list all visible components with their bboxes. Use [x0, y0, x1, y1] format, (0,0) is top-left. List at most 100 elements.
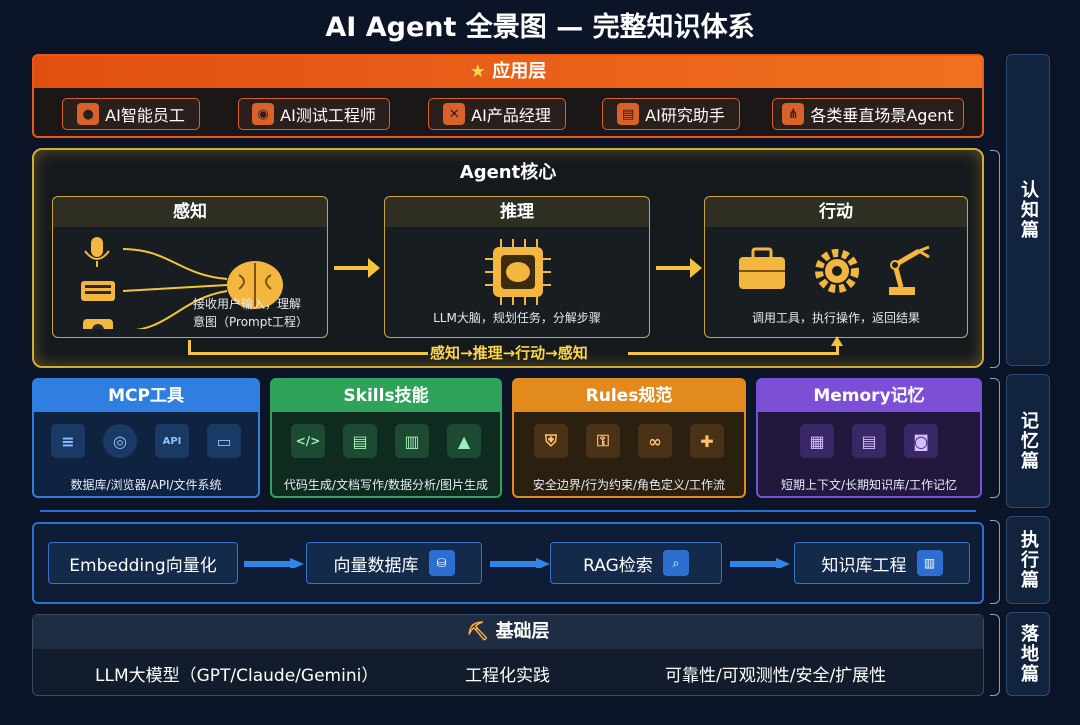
kb-engineering-label: 知识库工程: [821, 555, 907, 576]
perception-box: 感知 接收用户输入，理解: [52, 196, 328, 338]
perception-title: 感知: [53, 197, 327, 227]
action-desc: 调用工具，执行操作，返回结果: [751, 311, 920, 325]
database-icon: ≡: [51, 424, 85, 458]
skills-box: Skills技能 </> ▤ ▥ ▲ 代码生成/文档写作/数据分析/图片生成: [270, 378, 502, 498]
brain-icon: [227, 261, 283, 309]
side-label-memory: 记忆篇: [1006, 374, 1050, 508]
code-icon: </>: [291, 424, 325, 458]
memory-desc: 短期上下文/长期知识库/工作记忆: [780, 478, 958, 492]
kb-engineering-box: 知识库工程 ▥: [794, 542, 970, 584]
chip-brain-icon: [485, 239, 551, 305]
app-item-ai-research[interactable]: ▤ AI研究助手: [602, 98, 740, 130]
app-layer-title: 应用层: [492, 61, 547, 82]
camera-icon: [83, 319, 113, 329]
rag-search-box: RAG检索 ⌕: [550, 542, 722, 584]
image-icon: ▲: [447, 424, 481, 458]
embedding-box: Embedding向量化: [48, 542, 238, 584]
base-item-engineering: 工程化实践: [465, 666, 550, 686]
microphone-icon: [84, 237, 110, 267]
loop-line-right: [836, 344, 839, 355]
memory-title: Memory记忆: [758, 380, 980, 412]
base-layer-title: 基础层: [495, 621, 550, 642]
action-title: 行动: [705, 197, 967, 227]
arrow-right-icon: [490, 558, 550, 568]
document-search-icon: ⌕: [662, 550, 689, 576]
app-item-label: AI智能员工: [105, 106, 185, 125]
database-network-icon: ⛁: [428, 550, 455, 576]
perception-graphic: [81, 237, 283, 329]
loop-line-left: [188, 340, 191, 354]
app-layer-header: ★ 应用层: [34, 56, 982, 88]
app-item-ai-pm[interactable]: ✕ AI产品经理: [428, 98, 566, 130]
clipboard-icon: ▦: [800, 424, 834, 458]
vector-db-box: 向量数据库 ⛁: [306, 542, 482, 584]
app-layer: ★ 应用层 ● AI智能员工 ◉ AI测试工程师 ✕ AI产品经理 ▤ AI研究…: [32, 54, 984, 138]
action-graphic: [739, 245, 930, 295]
loop-line-bottom-left: [188, 352, 428, 355]
star-icon: ★: [469, 61, 486, 82]
skills-title: Skills技能: [272, 380, 500, 412]
app-item-vertical-agent[interactable]: ⋔ 各类垂直场景Agent: [772, 98, 964, 130]
base-layer-header: ⛏ 基础层: [33, 615, 983, 649]
reasoning-title: 推理: [385, 197, 649, 227]
policy-icon: ⚿: [586, 424, 620, 458]
reasoning-desc: LLM大脑，规划任务，分解步骤: [433, 311, 601, 325]
bracket-landing: [990, 614, 1000, 696]
arrow-head-icon: [831, 336, 843, 346]
scroll-icon: ▤: [852, 424, 886, 458]
bracket-cognition: [990, 150, 1000, 368]
rules-desc: 安全边界/行为约束/角色定义/工作流: [532, 478, 726, 492]
browser-icon: ◎: [103, 424, 137, 458]
robot-arm-icon: [889, 245, 930, 295]
app-item-label: AI测试工程师: [280, 106, 376, 125]
gear-icon: [815, 249, 859, 293]
bracket-memory: [990, 378, 1000, 498]
research-icon: ▤: [617, 103, 640, 125]
chart-icon: ▥: [395, 424, 429, 458]
tools-icon: ✕: [443, 103, 466, 125]
person-icon: ●: [77, 103, 100, 125]
app-item-label: AI产品经理: [471, 106, 551, 125]
agent-core: Agent核心 感知: [32, 148, 984, 368]
app-item-label: 各类垂直场景Agent: [810, 106, 954, 125]
loop-line-bottom-right: [628, 352, 838, 355]
mcp-tools-title: MCP工具: [34, 380, 258, 412]
engineer-icon: ◉: [252, 103, 275, 125]
user-add-icon: ✚: [690, 424, 724, 458]
embedding-label: Embedding向量化: [69, 555, 217, 576]
folder-icon: ▭: [207, 424, 241, 458]
rules-box: Rules规范 ⛨ ⚿ ∞ ✚ 安全边界/行为约束/角色定义/工作流: [512, 378, 746, 498]
arrow-right-icon: [730, 558, 790, 568]
app-item-ai-tester[interactable]: ◉ AI测试工程师: [238, 98, 390, 130]
arrow-perception-to-reasoning: [334, 266, 370, 270]
rules-title: Rules规范: [514, 380, 744, 412]
base-item-llm: LLM大模型（GPT/Claude/Gemini）: [95, 666, 379, 686]
books-icon: ▥: [916, 550, 943, 576]
api-icon: API: [155, 424, 189, 458]
divider: [40, 510, 976, 512]
keyboard-icon: [81, 281, 115, 301]
side-label-landing: 落地篇: [1006, 612, 1050, 696]
skills-desc: 代码生成/文档写作/数据分析/图片生成: [283, 478, 489, 492]
safe-icon: ◙: [904, 424, 938, 458]
mcp-tools-desc: 数据库/浏览器/API/文件系统: [70, 478, 222, 492]
rag-pipeline: Embedding向量化 向量数据库 ⛁ RAG检索 ⌕ 知识库工程 ▥: [32, 522, 984, 604]
vector-db-label: 向量数据库: [333, 555, 419, 576]
arrow-head-icon: [690, 258, 702, 278]
app-item-label: AI研究助手: [645, 106, 725, 125]
side-label-cognition: 认知篇: [1006, 54, 1050, 366]
action-box: 行动 调用工具，执行操作，返回结果: [704, 196, 968, 338]
memory-box: Memory记忆 ▦ ▤ ◙ 短期上下文/长期知识库/工作记忆: [756, 378, 982, 498]
page-title: AI Agent 全景图 — 完整知识体系: [325, 12, 755, 43]
document-icon: ▤: [343, 424, 377, 458]
base-item-reliability: 可靠性/可观测性/安全/扩展性: [665, 666, 887, 686]
perception-desc: 接收用户输入，理解 意图（Prompt工程）: [193, 297, 309, 329]
agent-core-title: Agent核心: [459, 162, 557, 183]
arrow-reasoning-to-action: [656, 266, 692, 270]
app-item-ai-employee[interactable]: ● AI智能员工: [62, 98, 200, 130]
base-layer: ⛏ 基础层 LLM大模型（GPT/Claude/Gemini） 工程化实践 可靠…: [32, 614, 984, 696]
arrow-head-icon: [368, 258, 380, 278]
crane-icon: ⛏: [466, 621, 490, 642]
rag-search-label: RAG检索: [583, 555, 653, 576]
reasoning-box: 推理 LLM大脑，规划任务，分解步骤: [384, 196, 650, 338]
